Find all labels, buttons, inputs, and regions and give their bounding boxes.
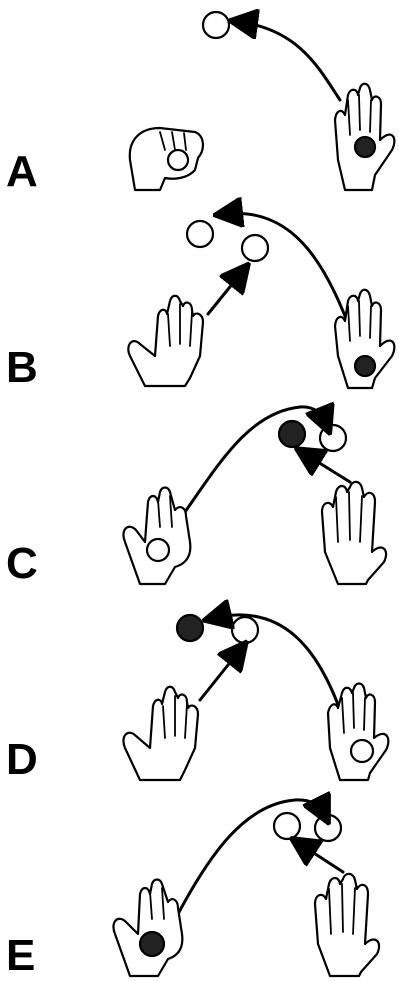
open-hand-icon bbox=[315, 874, 379, 976]
ball-dark bbox=[355, 137, 375, 157]
panel-a: A bbox=[0, 0, 399, 196]
ball-white bbox=[168, 150, 188, 170]
throw-arrow bbox=[208, 272, 242, 314]
panel-label: D bbox=[6, 738, 38, 782]
ball-white bbox=[315, 815, 341, 841]
ball-white bbox=[274, 813, 300, 839]
panel-e-drawing bbox=[0, 784, 399, 980]
open-hand-icon bbox=[123, 687, 198, 780]
ball-white bbox=[351, 740, 373, 762]
panel-c-drawing bbox=[0, 392, 399, 588]
panel-b-drawing bbox=[0, 196, 399, 392]
throw-arrow bbox=[300, 844, 343, 872]
panel-label: B bbox=[6, 346, 38, 390]
ball-white bbox=[242, 235, 268, 261]
panel-label: A bbox=[6, 150, 38, 194]
panel-a-drawing bbox=[0, 0, 399, 196]
ball-dark bbox=[355, 356, 375, 376]
open-hand-icon bbox=[328, 684, 388, 781]
throw-arrow bbox=[200, 650, 240, 700]
open-hand-icon bbox=[123, 488, 190, 585]
ball-dark bbox=[140, 932, 164, 956]
panel-b: B bbox=[0, 196, 399, 392]
open-hand-icon bbox=[335, 84, 394, 190]
open-hand-icon bbox=[113, 880, 182, 977]
ball-white bbox=[320, 425, 346, 451]
open-hand-icon bbox=[322, 482, 386, 584]
ball-dark bbox=[279, 421, 305, 447]
throw-arrow bbox=[178, 800, 324, 914]
panel-e: E bbox=[0, 784, 399, 980]
open-hand-icon bbox=[335, 290, 394, 388]
panel-d: D bbox=[0, 588, 399, 784]
panel-label: E bbox=[6, 934, 35, 978]
ball-white bbox=[232, 617, 258, 643]
ball-white bbox=[187, 221, 213, 247]
open-hand-icon bbox=[128, 296, 203, 386]
panel-label: C bbox=[6, 542, 38, 586]
ball-dark bbox=[177, 615, 203, 641]
ball-white bbox=[203, 12, 229, 38]
throw-arrow bbox=[305, 454, 350, 482]
ball-white bbox=[147, 539, 169, 561]
panel-c: C bbox=[0, 392, 399, 588]
fist-icon bbox=[130, 128, 203, 190]
throw-arrow bbox=[240, 22, 340, 100]
panel-d-drawing bbox=[0, 588, 399, 784]
throw-arrow bbox=[185, 407, 326, 512]
